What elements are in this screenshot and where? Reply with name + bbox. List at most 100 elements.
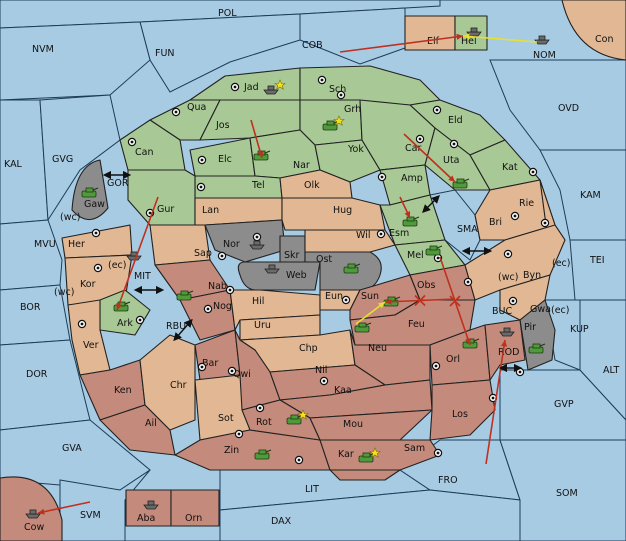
- province-byn[interactable]: [464, 224, 566, 301]
- label-dax: DAX: [271, 516, 292, 527]
- label-skr: Skr: [284, 250, 300, 261]
- province-nor[interactable]: [204, 219, 286, 263]
- label-byn: Byn: [523, 270, 541, 281]
- sea-nvm[interactable]: [0, 21, 151, 101]
- label-uru: Uru: [254, 320, 271, 331]
- arrowhead-icon: [116, 303, 123, 310]
- sea-tei[interactable]: [569, 239, 626, 301]
- province-sap[interactable]: [149, 224, 211, 266]
- supply-centre-dot-byn: [506, 252, 510, 256]
- label-jad: Jad: [243, 82, 259, 93]
- supply-centre-dot-can: [130, 140, 134, 144]
- supply-centre-dot-ark: [138, 318, 142, 322]
- label-sun: Sun: [361, 291, 379, 302]
- army-icon-esm[interactable]: [402, 216, 420, 227]
- province-rod[interactable]: [484, 319, 526, 381]
- label-web: Web: [286, 270, 307, 281]
- label-wc2: (wc): [498, 272, 518, 283]
- fleet-icon-jad[interactable]: [263, 79, 286, 95]
- label-gur: Gur: [157, 204, 174, 215]
- label-sch: Sch: [329, 84, 346, 95]
- province-tel[interactable]: [194, 175, 283, 199]
- fleet-icon-nor[interactable]: [249, 240, 265, 250]
- label-tel: Tel: [251, 180, 265, 191]
- label-neu: Neu: [368, 343, 387, 354]
- label-qwi: Qwi: [233, 369, 251, 380]
- province-can[interactable]: [119, 119, 186, 171]
- label-kaa: Kaa: [334, 385, 352, 396]
- province-ail[interactable]: [99, 404, 176, 456]
- army-icon-ost[interactable]: [343, 263, 361, 274]
- province-kar[interactable]: [329, 469, 401, 481]
- label-gva: GVA: [62, 443, 82, 454]
- label-sma: SMA: [457, 224, 478, 235]
- label-rod: ROD: [498, 347, 519, 358]
- label-nil: Nil: [315, 365, 327, 376]
- label-cob: COB: [302, 40, 323, 51]
- label-dor: DOR: [26, 369, 48, 380]
- army-icon-mel[interactable]: [425, 245, 443, 256]
- arrowhead-icon: [378, 302, 385, 309]
- supply-centre-dot-zin: [237, 432, 241, 436]
- province-olk[interactable]: [279, 169, 353, 199]
- supply-centre-dot-bar: [200, 365, 204, 369]
- army-icon-nab[interactable]: [176, 290, 194, 301]
- army-icon-gaw[interactable]: [81, 187, 99, 198]
- label-orl: Orl: [446, 354, 460, 365]
- label-eld: Eld: [448, 115, 463, 126]
- label-con: Con: [595, 34, 613, 45]
- label-lit: LIT: [305, 484, 319, 495]
- label-sam: Sam: [404, 443, 425, 454]
- failed-order-icon: [414, 294, 426, 307]
- sea-gvg[interactable]: [39, 94, 121, 222]
- supply-centre-dot-bri: [513, 214, 517, 218]
- province-wil[interactable]: [304, 229, 396, 253]
- province-pir[interactable]: [519, 299, 556, 371]
- sea-dax[interactable]: [219, 489, 521, 541]
- army-icon-zin[interactable]: [254, 449, 272, 460]
- province-orn[interactable]: [170, 489, 220, 527]
- army-icon-grh[interactable]: [322, 115, 345, 131]
- province-chr[interactable]: [139, 334, 196, 431]
- supply-centre-dot-gwa: [511, 299, 515, 303]
- fleet-icon-cow[interactable]: [25, 509, 41, 519]
- army-icon-pir[interactable]: [528, 343, 546, 354]
- supply-centre-dot-nog: [206, 307, 210, 311]
- sea-svm[interactable]: [59, 469, 151, 541]
- label-gor: GOR: [107, 178, 129, 189]
- sea-gvp[interactable]: [499, 369, 626, 441]
- label-sot: Sot: [218, 413, 234, 424]
- army-icon-uta[interactable]: [452, 178, 470, 189]
- province-yok[interactable]: [314, 139, 381, 183]
- units: [25, 27, 550, 519]
- fleet-icon-gor[interactable]: [126, 251, 142, 261]
- star-icon: [333, 115, 345, 126]
- arrowhead-icon: [257, 151, 264, 158]
- arrowhead-icon: [404, 211, 411, 218]
- sea-cob[interactable]: [299, 7, 406, 65]
- label-sap: Sap: [194, 248, 212, 259]
- label-nor: Nor: [223, 239, 240, 250]
- label-kar: Kar: [338, 449, 354, 460]
- order-arrow-nom-hel: [462, 35, 538, 43]
- fleet-icon-aba[interactable]: [143, 500, 159, 510]
- label-elf: Elf: [427, 36, 440, 47]
- army-icon-rot[interactable]: [286, 409, 309, 425]
- province-cow[interactable]: [0, 476, 63, 541]
- fleet-icon-buc[interactable]: [499, 327, 515, 337]
- sea-mvu[interactable]: [0, 219, 63, 291]
- supply-centre-dot-sch: [320, 78, 324, 82]
- army-icon-kar[interactable]: [358, 447, 381, 463]
- arrowhead-icon: [38, 508, 45, 515]
- label-ost: Ost: [316, 254, 332, 265]
- label-mel: Mel: [407, 250, 424, 261]
- province-web[interactable]: [237, 261, 321, 291]
- army-icon-feu[interactable]: [354, 322, 372, 333]
- connection-arrow-icon: [422, 195, 440, 213]
- label-her: Her: [68, 239, 85, 250]
- label-kam: KAM: [580, 190, 601, 201]
- fleet-icon-web[interactable]: [264, 264, 280, 274]
- label-kat: Kat: [502, 162, 518, 173]
- fleet-icon-nom[interactable]: [534, 35, 550, 45]
